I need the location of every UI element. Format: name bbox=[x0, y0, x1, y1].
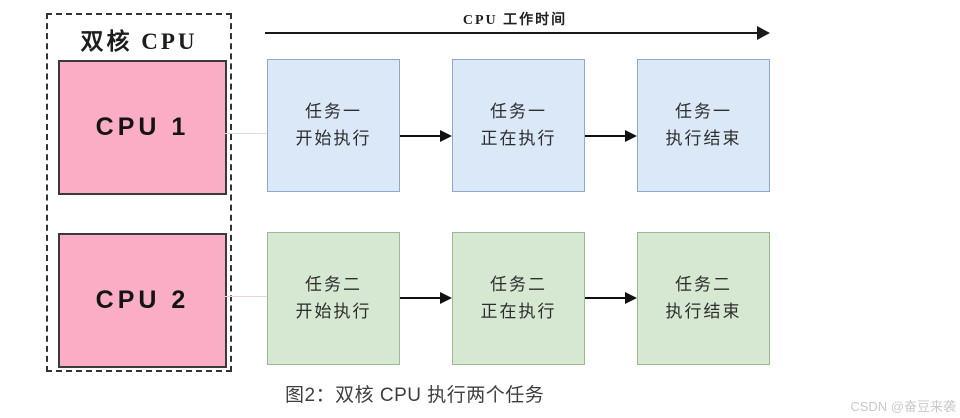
cpu-group-title: 双核 CPU bbox=[80, 29, 198, 54]
cpu2-box: CPU 2 bbox=[58, 233, 227, 368]
task1-step-running-label: 任务一 正在执行 bbox=[480, 102, 557, 148]
cpu2-connector-line bbox=[225, 296, 267, 297]
task1-step-finished-label: 任务一 执行结束 bbox=[665, 102, 742, 148]
task1-step-start-label: 任务一 开始执行 bbox=[295, 102, 372, 148]
cpu1-box: CPU 1 bbox=[58, 60, 227, 195]
task2-step-finished: 任务二 执行结束 bbox=[637, 232, 770, 365]
arrow-task2-step1-to-step2-icon bbox=[400, 292, 452, 304]
task2-step-running: 任务二 正在执行 bbox=[452, 232, 585, 365]
task2-step-start-label: 任务二 开始执行 bbox=[295, 275, 372, 321]
timeline-arrowhead-icon bbox=[757, 26, 770, 40]
figure-caption: 图2：双核 CPU 执行两个任务 bbox=[285, 385, 545, 406]
timeline-arrow-line bbox=[265, 32, 759, 34]
arrow-task1-step2-to-step3-icon bbox=[585, 130, 637, 142]
task2-step-start: 任务二 开始执行 bbox=[267, 232, 400, 365]
task2-step-running-label: 任务二 正在执行 bbox=[480, 275, 557, 321]
csdn-watermark: CSDN @奋豆来袭 bbox=[850, 399, 956, 414]
task1-step-running: 任务一 正在执行 bbox=[452, 59, 585, 192]
task1-step-start: 任务一 开始执行 bbox=[267, 59, 400, 192]
task1-step-finished: 任务一 执行结束 bbox=[637, 59, 770, 192]
arrow-task1-step1-to-step2-icon bbox=[400, 130, 452, 142]
cpu1-connector-line bbox=[225, 133, 267, 134]
arrow-task2-step2-to-step3-icon bbox=[585, 292, 637, 304]
task2-step-finished-label: 任务二 执行结束 bbox=[665, 275, 742, 321]
timeline-label: CPU 工作时间 bbox=[462, 13, 568, 28]
